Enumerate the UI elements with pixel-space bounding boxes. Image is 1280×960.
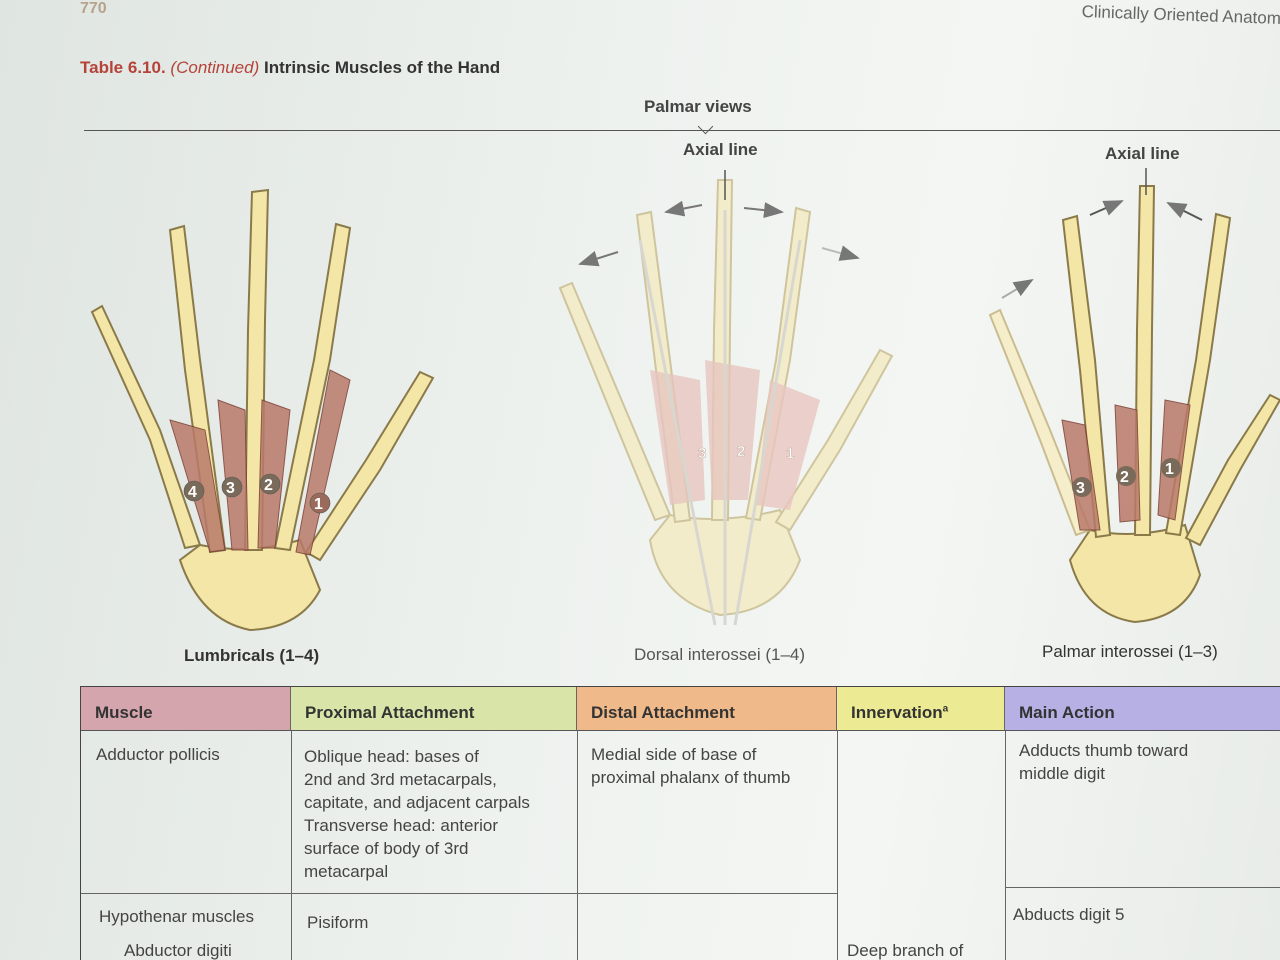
table-gridline [577, 731, 578, 960]
row-innervation-deep-branch: Deep branch of [847, 941, 964, 960]
palmar-interosseous-number-3: 3 [1076, 480, 1085, 497]
table-gridline [291, 731, 292, 960]
column-header-muscle: Muscle [81, 687, 291, 731]
dorsal-interosseous-number-3: 3 [698, 445, 706, 462]
row-hypothenar-muscle: Hypothenar muscles [99, 907, 254, 926]
intrinsic-muscles-table: Muscle Proximal Attachment Distal Attach… [80, 686, 1280, 960]
palmar-adduction-arrows [1001, 200, 1203, 299]
views-heading: Palmar views [644, 97, 752, 116]
caption-lumbricals: Lumbricals (1–4) [184, 646, 320, 665]
table-gridline [81, 893, 837, 894]
dorsal-interossei-tendons [638, 210, 802, 626]
views-bracket-rule [84, 130, 1280, 131]
row-hypothenar-proximal: Pisiform [307, 913, 369, 932]
lumbrical-number-3: 3 [226, 480, 235, 497]
column-header-distal-attachment: Distal Attachment [577, 687, 837, 731]
palmar-interossei-number-markers [1072, 458, 1181, 497]
lumbrical-number-1: 1 [314, 496, 323, 513]
lumbrical-number-4: 4 [188, 484, 197, 501]
table-gridline [1005, 887, 1280, 888]
table-title-text: Intrinsic Muscles of the Hand [263, 58, 501, 77]
column-header-main-action-label: Main Action [1019, 703, 1115, 722]
dorsal-abduction-arrows [578, 200, 860, 267]
column-header-muscle-label: Muscle [95, 703, 153, 722]
column-header-proximal-label: Proximal Attachment [305, 703, 475, 722]
dorsal-interossei-muscle-group [650, 360, 820, 510]
innervation-footnote-marker: a [942, 703, 949, 715]
hand-illustrations: 4 3 2 1 3 2 1 [90, 168, 1280, 632]
column-header-distal-label: Distal Attachment [591, 703, 735, 722]
palmar-interossei-hand-figure [988, 185, 1280, 624]
row-adductor-pollicis-distal: Medial side of base of proximal phalanx … [591, 745, 791, 787]
row-abductor-digiti-muscle: Abductor digiti [124, 941, 232, 960]
column-header-innervation-label: Innervation [851, 703, 943, 722]
column-header-proximal-attachment: Proximal Attachment [291, 687, 577, 731]
dorsal-interosseous-number-1: 1 [786, 445, 794, 462]
caption-dorsal-interossei: Dorsal interossei (1–4) [634, 645, 806, 664]
page-number: 770 [80, 0, 107, 17]
lumbricals-number-markers [183, 473, 331, 514]
caption-palmar-interossei: Palmar interossei (1–3) [1042, 642, 1218, 661]
row-hypothenar-action: Abducts digit 5 [1013, 905, 1125, 924]
row-adductor-pollicis-muscle: Adductor pollicis [96, 745, 220, 764]
table-title: Table 6.10. (Continued) Intrinsic Muscle… [80, 58, 500, 78]
table-gridline [1005, 731, 1006, 960]
column-header-main-action: Main Action [1005, 687, 1280, 731]
column-header-innervation: Innervationa [837, 687, 1005, 731]
row-adductor-pollicis-action: Adducts thumb toward middle digit [1019, 741, 1189, 783]
lumbrical-number-2: 2 [264, 477, 273, 494]
axial-line-label-dorsal: Axial line [683, 140, 758, 159]
palmar-interosseous-number-2: 2 [1120, 469, 1129, 486]
table-continued-label: (Continued) [170, 58, 260, 77]
axial-line-label-palmar: Axial line [1105, 144, 1180, 163]
dorsal-interosseous-number-2: 2 [737, 443, 745, 460]
table-number: Table 6.10. [80, 58, 166, 77]
table-gridline [837, 731, 838, 960]
row-adductor-pollicis-proximal: Oblique head: bases of 2nd and 3rd metac… [304, 747, 530, 881]
palmar-interosseous-number-1: 1 [1165, 461, 1174, 478]
